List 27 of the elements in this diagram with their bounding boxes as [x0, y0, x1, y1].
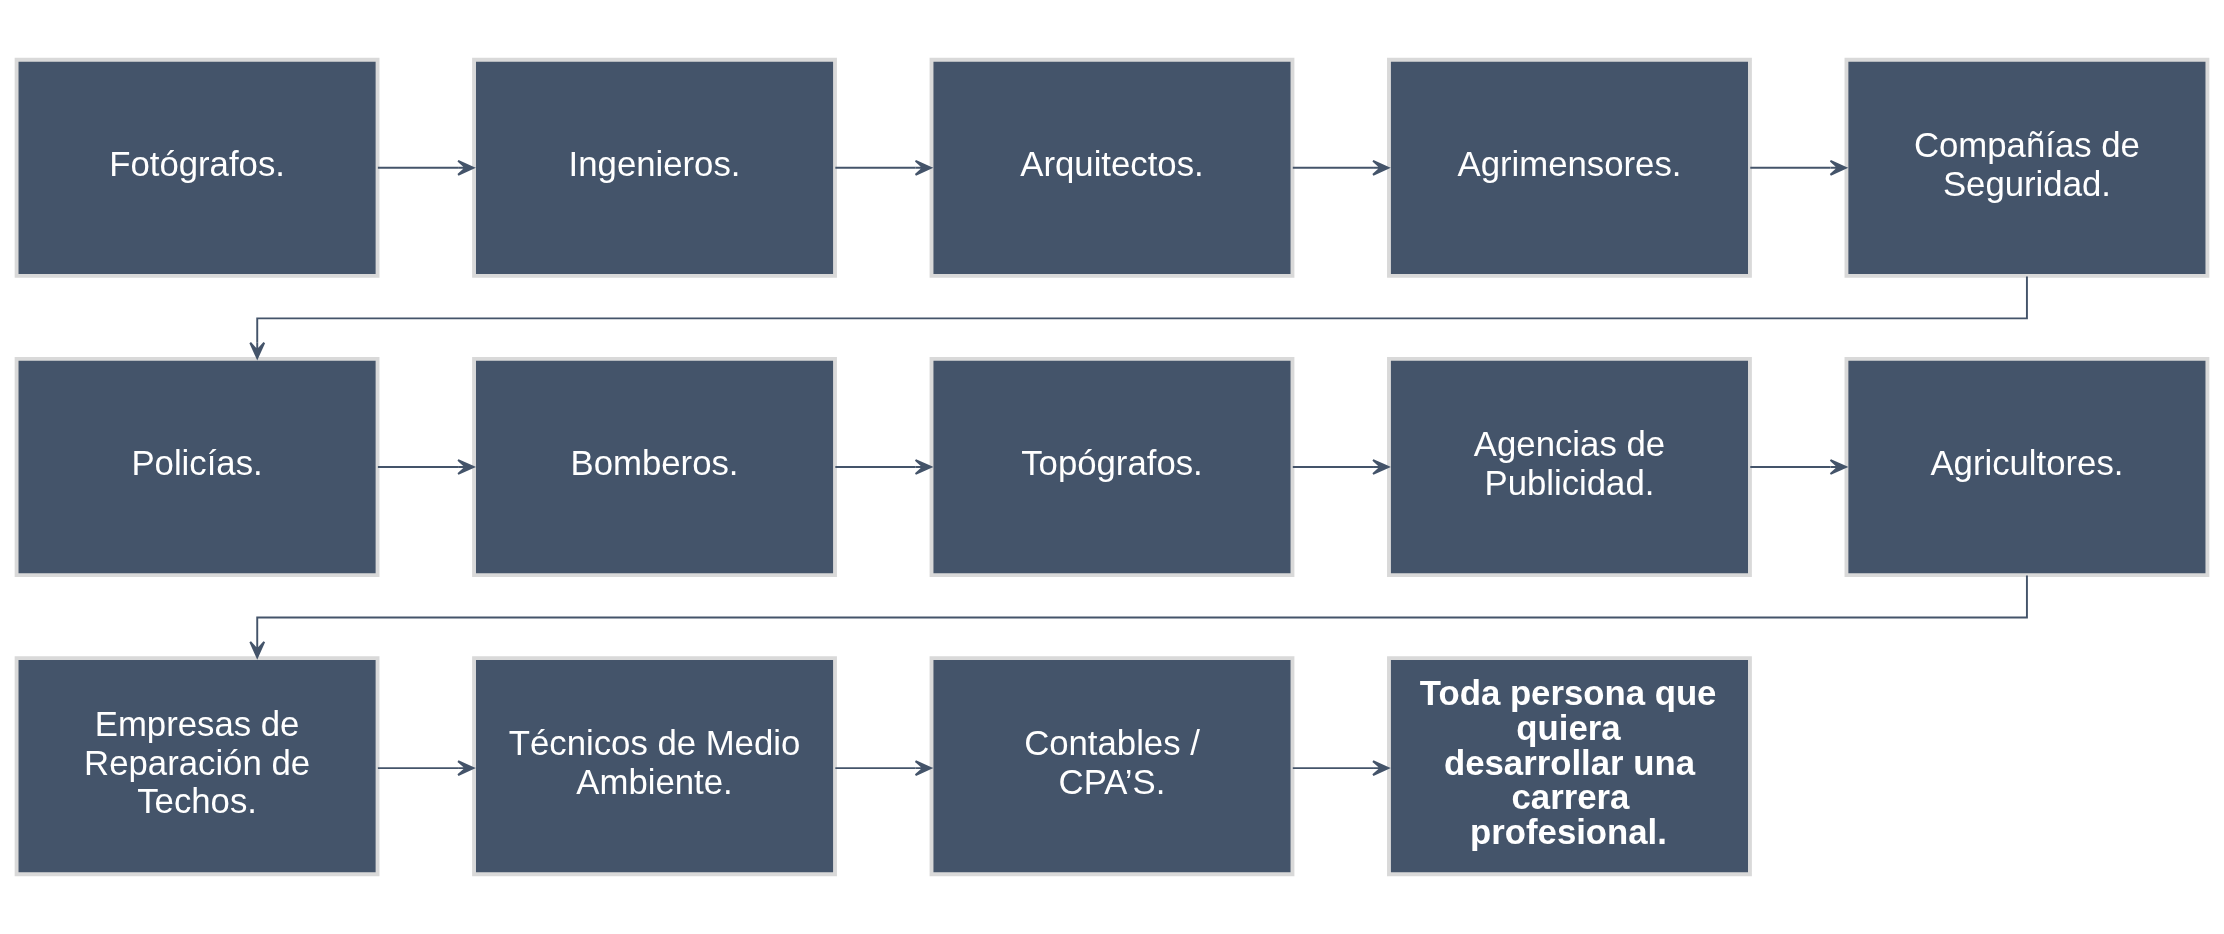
arrow	[376, 459, 475, 475]
arrow	[1291, 159, 1390, 176]
arrow	[1291, 459, 1390, 475]
arrow	[376, 159, 475, 176]
node-box: Compañías de Seguridad.	[1844, 57, 2210, 278]
node-box: Contables / CPA’S.	[929, 656, 1295, 877]
arrow	[376, 760, 475, 777]
node-box: Fotógrafos.	[14, 57, 380, 278]
node-box: Ingenieros.	[472, 57, 837, 278]
node-box: Topógrafos.	[929, 357, 1295, 577]
arrow	[1749, 459, 1847, 475]
node-box: Toda persona que quiera desarrollar una carrera profesional.	[1387, 656, 1752, 877]
arrow	[834, 760, 932, 777]
arrow	[1291, 760, 1390, 777]
node-box: Arquitectos.	[929, 57, 1295, 278]
arrow	[834, 159, 932, 176]
node-box: Bomberos.	[472, 357, 837, 577]
node-box: Policías.	[14, 357, 380, 577]
arrow	[249, 574, 2028, 659]
arrow	[249, 275, 2028, 360]
node-box: Agrimensores.	[1387, 57, 1752, 278]
node-box: Técnicos de Medio Ambiente.	[472, 656, 837, 877]
arrow	[834, 459, 932, 475]
node-box: Agencias de Publicidad.	[1387, 357, 1752, 577]
arrow	[1749, 159, 1847, 176]
node-box: Agricultores.	[1844, 357, 2210, 577]
node-box: Empresas de Reparación de Techos.	[14, 656, 380, 877]
